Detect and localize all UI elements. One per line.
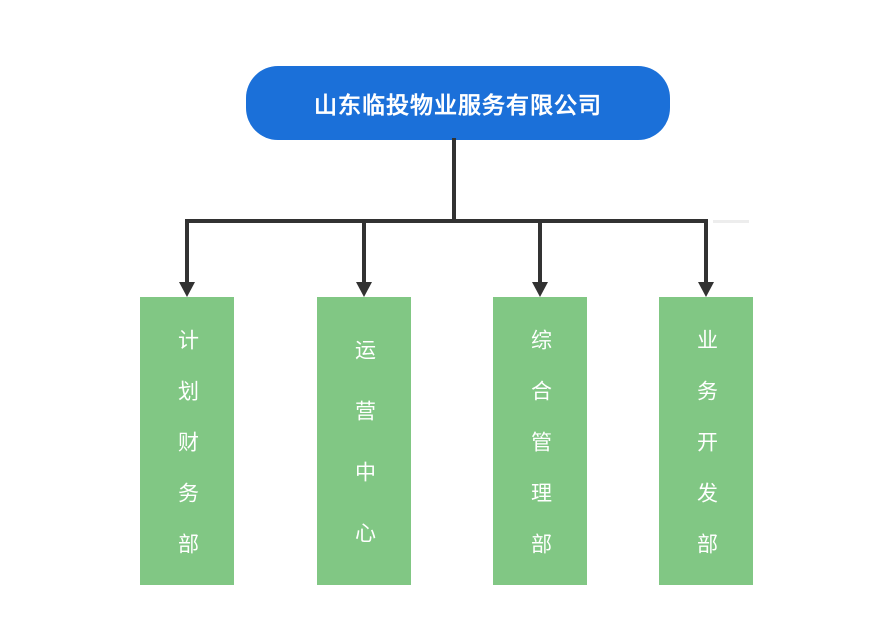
dept-node-planning-finance: 计划财务部 <box>140 297 234 585</box>
connector-branch-line-2 <box>362 219 366 283</box>
connector-branch-line-1 <box>185 219 189 283</box>
dept-node-label: 运营中心 <box>352 339 377 583</box>
connector-branch-line-3 <box>538 219 542 283</box>
dept-node-label: 计划财务部 <box>175 328 200 584</box>
dept-node-general-management: 综合管理部 <box>493 297 587 585</box>
arrowhead-down-icon <box>179 282 195 297</box>
dept-node-business-development: 业务开发部 <box>659 297 753 585</box>
arrowhead-down-icon <box>356 282 372 297</box>
connector-horizontal-rail <box>185 219 708 223</box>
arrowhead-down-icon <box>532 282 548 297</box>
connector-root-stem <box>452 138 456 223</box>
connector-faint-artifact-line <box>713 220 749 223</box>
org-root-node: 山东临投物业服务有限公司 <box>246 66 670 140</box>
org-root-label: 山东临投物业服务有限公司 <box>314 92 602 119</box>
arrowhead-down-icon <box>698 282 714 297</box>
connector-branch-line-4 <box>704 219 708 283</box>
dept-node-operations-center: 运营中心 <box>317 297 411 585</box>
dept-node-label: 业务开发部 <box>694 328 719 584</box>
dept-node-label: 综合管理部 <box>528 328 553 584</box>
